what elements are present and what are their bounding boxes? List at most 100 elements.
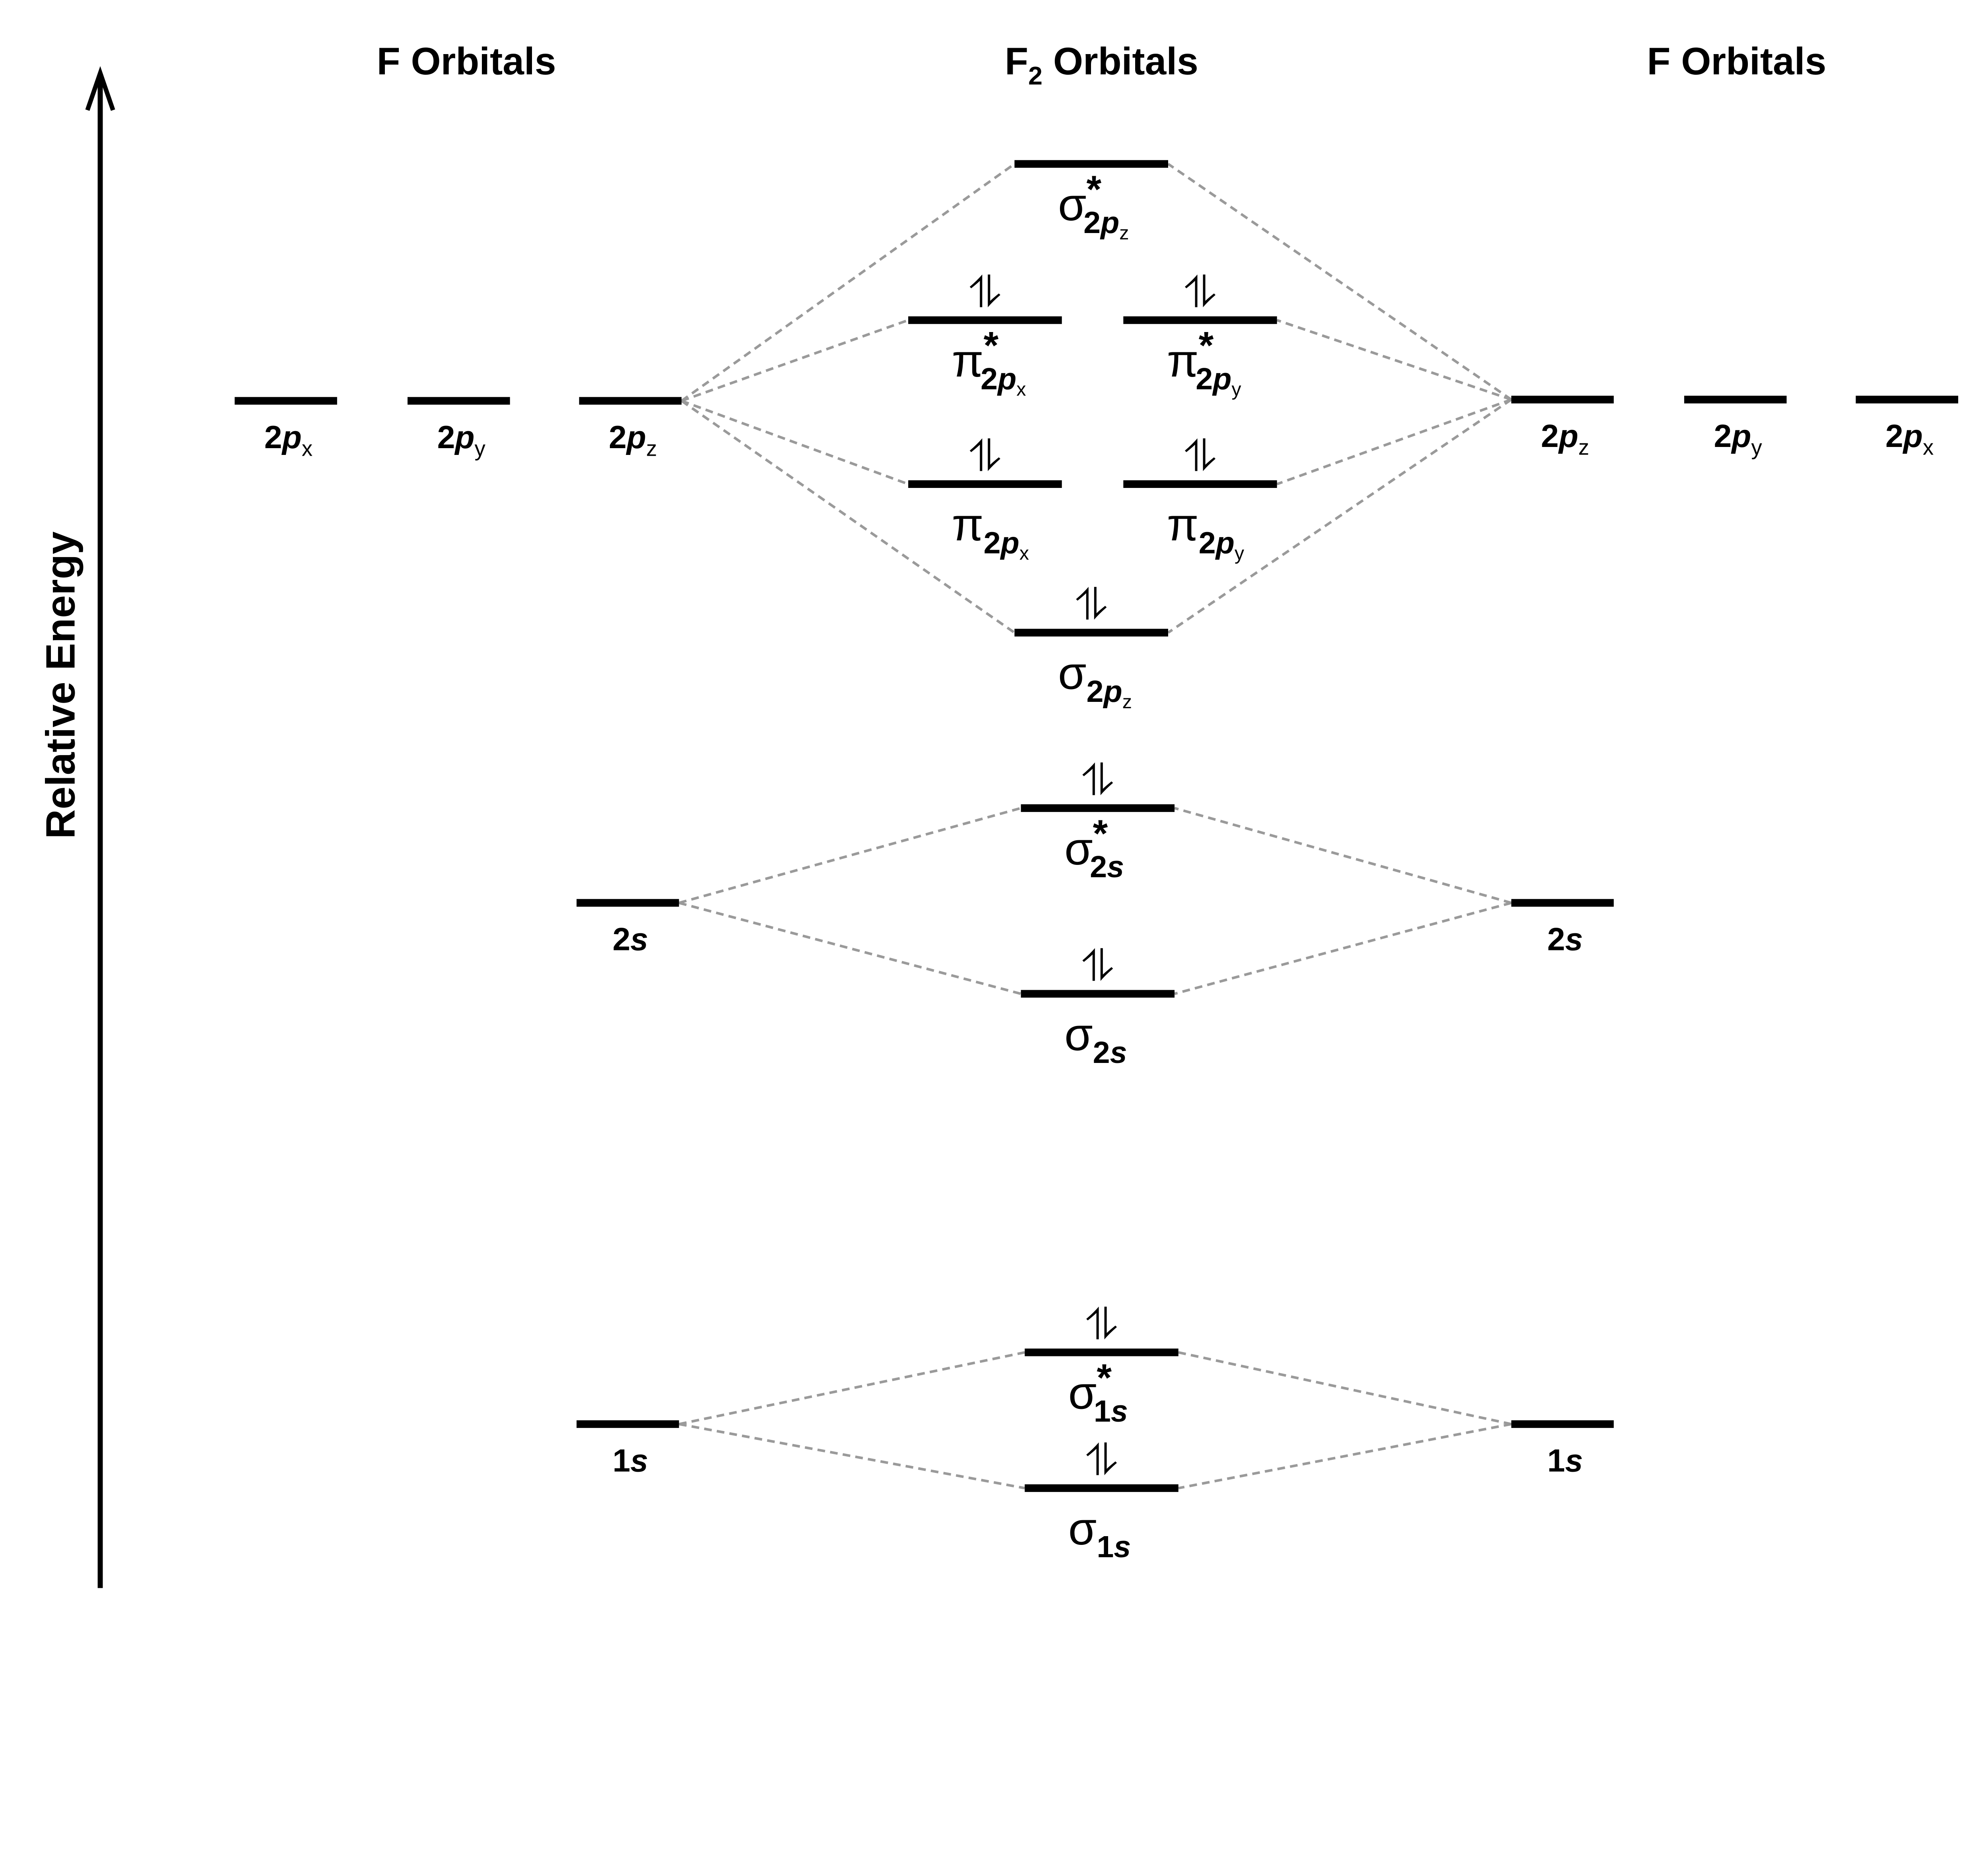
mo-symbol: π <box>952 499 984 550</box>
mo-subscript-n: 2 <box>980 362 998 396</box>
mo-label: π2px <box>952 499 1029 564</box>
connector-lines <box>678 163 1512 1490</box>
electron-pair-icon: ⥮ <box>969 431 1001 482</box>
antibonding-star: * <box>1087 168 1102 211</box>
mo-label: π*2py <box>1167 324 1242 400</box>
mo-label: σ*1s <box>1068 1356 1128 1428</box>
ao-label-n: 2 <box>609 420 627 455</box>
mo-sigma-2pz: ⥮σ2pz <box>1014 579 1168 713</box>
ao-left-2s: 2s <box>577 899 679 958</box>
ao-label-subscript: y <box>1751 435 1762 459</box>
mo-symbol: σ <box>1068 1503 1097 1554</box>
connector-left-2s-sigma-star-2s <box>678 807 1021 904</box>
mo-subscript-l: p <box>1212 362 1231 396</box>
mo-subscript-l: s <box>1111 1394 1128 1428</box>
ao-label-n: 2 <box>1547 922 1565 958</box>
mo-symbol: π <box>952 335 984 387</box>
electron-pair-icon: ⥮ <box>1184 267 1216 318</box>
ao-label-n: 2 <box>613 922 631 958</box>
ao-label-subscript: x <box>1923 435 1934 459</box>
antibonding-star: * <box>1093 812 1108 855</box>
ao-label-n: 2 <box>1714 418 1732 454</box>
mo-sigma-2s: ⥮σ2s <box>1021 940 1175 1070</box>
title-left-f-orbitals: F Orbitals <box>377 40 556 83</box>
ao-left-2py: 2py <box>407 397 510 461</box>
electron-pair-icon: ⥮ <box>969 267 1001 318</box>
axis-label-relative-energy: Relative Energy <box>38 531 83 839</box>
connector-right-2p-sigma-2pz <box>1167 398 1512 634</box>
mo-subscript-l: s <box>1110 1035 1127 1070</box>
mo-symbol: π <box>1167 335 1199 387</box>
antibonding-star: * <box>1097 1356 1112 1399</box>
mo-subscript-axis: z <box>1122 691 1132 713</box>
mo-label: σ1s <box>1068 1503 1131 1564</box>
connector-right-2p-pi-star-2py <box>1276 319 1512 401</box>
mo-subscript-l: p <box>1103 674 1122 709</box>
ao-label-l: p <box>282 420 302 455</box>
title-f2-orbitals: F2 Orbitals <box>1005 40 1198 90</box>
ao-label-n: 2 <box>1885 418 1903 454</box>
connector-left-2p-pi-2px <box>681 400 909 486</box>
connector-right-2p-pi-2py <box>1276 398 1512 486</box>
ao-right-2s: 2s <box>1511 899 1614 958</box>
ao-label-l: p <box>1731 418 1751 454</box>
ao-label: 2s <box>1547 922 1583 958</box>
ao-label-subscript: z <box>646 436 657 461</box>
mo-pi-star-2px: ⥮π*2px <box>908 267 1062 400</box>
mo-subscript-n: 1 <box>1094 1394 1111 1428</box>
ao-label-n: 2 <box>264 420 282 455</box>
mo-sigma-1s: ⥮ σ1s <box>1025 1435 1178 1564</box>
mo-subscript-l: p <box>1000 526 1019 560</box>
connector-left-1s-sigma-star-1s <box>679 1351 1025 1426</box>
mo-label: π2py <box>1167 499 1244 564</box>
connector-left-1s-sigma-1s <box>679 1423 1025 1490</box>
ao-label: 2py <box>437 420 486 460</box>
connector-left-2p-sigma-star-2pz <box>681 163 1015 402</box>
connector-right-2s-sigma-2s <box>1174 901 1512 995</box>
title-f2-main: F <box>1005 40 1028 83</box>
mo-subscript-l: p <box>1215 526 1235 560</box>
title-f2-rest: Orbitals <box>1043 40 1198 83</box>
ao-label: 2px <box>1885 418 1934 459</box>
ao-label-l: s <box>1565 1443 1583 1478</box>
connector-right-1s-sigma-star-1s <box>1178 1351 1512 1426</box>
ao-label: 2px <box>264 420 313 460</box>
mo-symbol: σ <box>1064 823 1093 874</box>
ao-right-2px: 2px <box>1856 396 1959 459</box>
mo-subscript-n: 2 <box>984 526 1001 560</box>
title-f2-subscript: 2 <box>1028 62 1043 90</box>
antibonding-star: * <box>1199 324 1214 367</box>
ao-label-subscript: y <box>475 436 486 461</box>
ao-label-l: s <box>630 922 648 958</box>
mo-subscript-n: 2 <box>1090 850 1107 884</box>
mo-subscript-l: p <box>997 362 1016 396</box>
electron-pair-icon: ⥮ <box>1082 755 1114 806</box>
connector-right-1s-sigma-1s <box>1178 1423 1512 1490</box>
ao-label: 2py <box>1714 418 1762 459</box>
mo-label: σ2s <box>1064 1008 1127 1070</box>
ao-label-n: 1 <box>613 1443 631 1478</box>
ao-right-2py: 2py <box>1684 396 1787 459</box>
electron-pair-icon: ⥮ <box>1086 1435 1118 1486</box>
electron-pair-icon: ⥮ <box>1184 431 1216 482</box>
mo-subscript-l: s <box>1114 1530 1131 1564</box>
mo-symbol: σ <box>1064 1008 1093 1060</box>
ao-left-2pz: 2pz <box>579 397 682 461</box>
title-right-f-orbitals: F Orbitals <box>1647 40 1826 83</box>
mo-label: σ*2s <box>1064 812 1124 884</box>
mo-symbol: π <box>1167 499 1199 550</box>
mo-subscript-axis: z <box>1119 222 1129 244</box>
ao-label: 1s <box>613 1443 648 1478</box>
mo-subscript-n: 2 <box>1196 362 1213 396</box>
ao-label-l: p <box>626 420 646 455</box>
mo-pi-2px: ⥮ π2px <box>908 431 1062 564</box>
mo-pi-2py: ⥮ π2py <box>1123 431 1277 564</box>
ao-label: 1s <box>1547 1443 1583 1478</box>
mo-symbol: σ <box>1058 647 1087 699</box>
ao-left-2px: 2px <box>235 397 337 461</box>
ao-label-l: s <box>1565 922 1583 958</box>
ao-left-1s: 1s <box>577 1420 679 1478</box>
ao-label-n: 1 <box>1547 1443 1565 1478</box>
mo-subscript-axis: y <box>1235 542 1244 564</box>
